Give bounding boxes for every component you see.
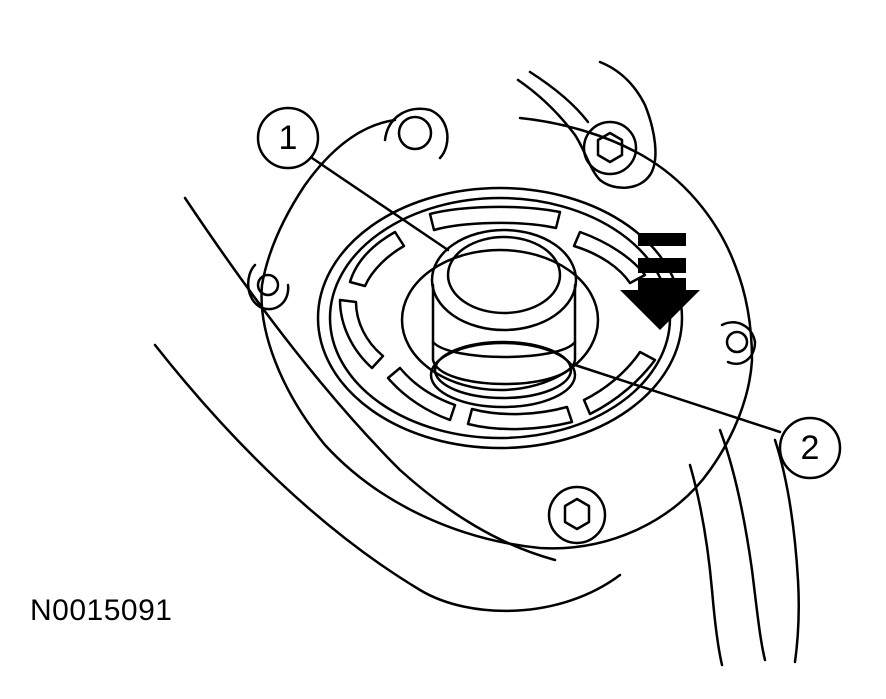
- seal-lip: [431, 340, 577, 359]
- seal-body: [431, 283, 577, 386]
- callout-circle-2: [778, 416, 842, 480]
- upper-bracket: [516, 60, 657, 189]
- figure-id: N0015091: [30, 594, 173, 627]
- callout-circle-1: [256, 106, 320, 170]
- bolt-washer-top: [582, 120, 638, 176]
- hex-bolt-icon: [563, 497, 591, 531]
- seal-base-ring-inner: [433, 340, 573, 400]
- upper-bracket-inner: [528, 70, 590, 124]
- bolt-washer-bottom: [547, 485, 607, 545]
- hex-bolt-icon: [596, 131, 624, 164]
- outer-ring-inner-edge: [328, 196, 672, 440]
- callout-label-2: 2: [801, 429, 820, 467]
- cover-plate-outline: [260, 116, 754, 550]
- inner-ring: [400, 248, 600, 392]
- ring-slot: [466, 405, 574, 431]
- leader-line-1: [310, 156, 450, 252]
- ring-slot: [428, 205, 562, 232]
- mounting-ear-left: [247, 263, 290, 311]
- lower-right-bracket-edge: [773, 438, 801, 664]
- ring-slot: [338, 298, 385, 370]
- mounting-hole-left: [256, 273, 280, 297]
- lower-right-bracket-inner: [688, 463, 724, 667]
- lower-right-bracket: [718, 428, 767, 662]
- arrow-down-icon: [620, 233, 700, 330]
- seal-top-bore: [446, 235, 562, 315]
- housing-outline-lower: [153, 343, 622, 613]
- ring-slot: [348, 230, 406, 288]
- mounting-ear-right: [720, 321, 757, 365]
- housing-outline-left: [183, 196, 557, 562]
- mounting-hole-right: [725, 330, 749, 354]
- leader-line-2: [573, 363, 782, 434]
- ring-slot: [386, 366, 457, 422]
- ring-slot: [582, 350, 657, 416]
- mounting-ear-upper-left: [383, 107, 449, 160]
- outer-ring: [316, 186, 684, 450]
- seal-top-rim: [430, 228, 578, 332]
- callout-label-1: 1: [279, 119, 298, 157]
- ring-slot: [572, 230, 647, 285]
- mounting-hole-upper-left: [397, 115, 433, 151]
